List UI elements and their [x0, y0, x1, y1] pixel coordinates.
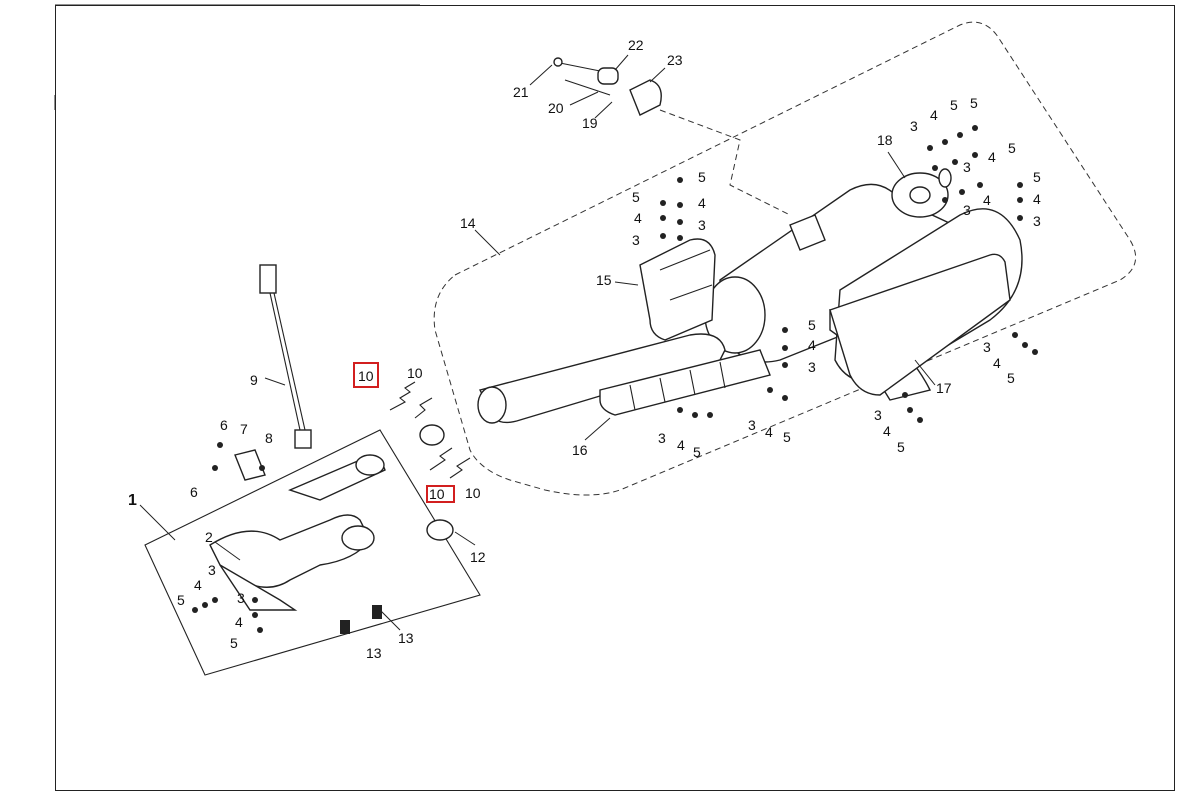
diagram-frame [55, 5, 1175, 791]
callout-7: 7 [240, 421, 248, 437]
heat-shield-lower-ribs [629, 361, 726, 411]
header-pipe [209, 454, 386, 611]
callout-10-highlighted: 10 [429, 486, 445, 502]
highlight-box-spring-upper [353, 362, 379, 388]
hardware-dots [192, 125, 1038, 634]
highlight-box-spring-lower [426, 485, 455, 503]
callout-4: 4 [235, 614, 243, 630]
oxygen-sensor [259, 264, 312, 449]
callout-4: 4 [194, 577, 202, 593]
callout-5: 5 [897, 439, 905, 455]
callout-4: 4 [930, 107, 938, 123]
callout-13: 13 [366, 645, 382, 661]
callout-15: 15 [596, 272, 612, 288]
callout-4: 4 [765, 424, 773, 440]
heat-shield-upper-ribs [659, 249, 713, 301]
spring-gasket [419, 424, 445, 446]
callout-4: 4 [988, 149, 996, 165]
callout-14: 14 [460, 215, 476, 231]
heat-shield-upper [639, 238, 716, 341]
callout-13: 13 [398, 630, 414, 646]
callout-6: 6 [220, 417, 228, 433]
mid-pipe-inlet [477, 386, 507, 424]
springs [389, 381, 471, 479]
callout-22: 22 [628, 37, 644, 53]
callout-5: 5 [1033, 169, 1041, 185]
callout-3: 3 [698, 217, 706, 233]
callout-5: 5 [1008, 140, 1016, 156]
callout-5: 5 [1007, 370, 1015, 386]
callout-5: 5 [950, 97, 958, 113]
callout-3: 3 [983, 339, 991, 355]
callout-5: 5 [783, 429, 791, 445]
flange-plate [234, 449, 266, 481]
callout-9: 9 [250, 372, 258, 388]
callout-3: 3 [632, 232, 640, 248]
callout-3: 3 [1033, 213, 1041, 229]
callout-10-highlighted: 10 [358, 368, 374, 384]
end-cap [891, 168, 952, 218]
callout-4: 4 [1033, 191, 1041, 207]
callout-labels: 1 2 3 3 4 4 5 5 6 6 7 8 9 10 10 10 10 12… [128, 37, 1041, 661]
callout-4: 4 [698, 195, 706, 211]
bracket-leader-dash [659, 109, 791, 216]
leader-lines [139, 54, 936, 631]
callout-1: 1 [128, 492, 137, 509]
callout-5: 5 [230, 635, 238, 651]
callout-3: 3 [208, 562, 216, 578]
callout-3: 3 [963, 202, 971, 218]
muffler-bracket [789, 214, 826, 251]
callout-21: 21 [513, 84, 529, 100]
bracket-hardware [553, 57, 662, 116]
callout-2: 2 [205, 529, 213, 545]
callout-3: 3 [658, 430, 666, 446]
gasket [426, 519, 454, 541]
callout-5: 5 [698, 169, 706, 185]
callout-10: 10 [465, 485, 481, 501]
heat-shield-lower [599, 349, 771, 416]
callout-12: 12 [470, 549, 486, 565]
header-assembly-outline [144, 429, 481, 676]
callout-17: 17 [936, 380, 952, 396]
heat-shield-side [829, 253, 1011, 396]
callout-20: 20 [548, 100, 564, 116]
callout-5: 5 [632, 189, 640, 205]
callout-3: 3 [237, 590, 245, 606]
callout-8: 8 [265, 430, 273, 446]
callout-4: 4 [983, 192, 991, 208]
callout-5: 5 [177, 592, 185, 608]
callout-5: 5 [693, 444, 701, 460]
callout-18: 18 [877, 132, 893, 148]
callout-4: 4 [883, 423, 891, 439]
callout-3: 3 [808, 359, 816, 375]
callout-3: 3 [874, 407, 882, 423]
callout-3: 3 [910, 118, 918, 134]
callout-5: 5 [808, 317, 816, 333]
callout-4: 4 [808, 337, 816, 353]
callout-4: 4 [677, 437, 685, 453]
callout-6: 6 [190, 484, 198, 500]
muffler-assembly-outline [433, 21, 1137, 496]
callout-3: 3 [748, 417, 756, 433]
callout-10: 10 [407, 365, 423, 381]
callout-5: 5 [970, 95, 978, 111]
callout-3: 3 [963, 159, 971, 175]
callout-16: 16 [572, 442, 588, 458]
callout-4: 4 [993, 355, 1001, 371]
callout-23: 23 [667, 52, 683, 68]
callout-4: 4 [634, 210, 642, 226]
callout-19: 19 [582, 115, 598, 131]
